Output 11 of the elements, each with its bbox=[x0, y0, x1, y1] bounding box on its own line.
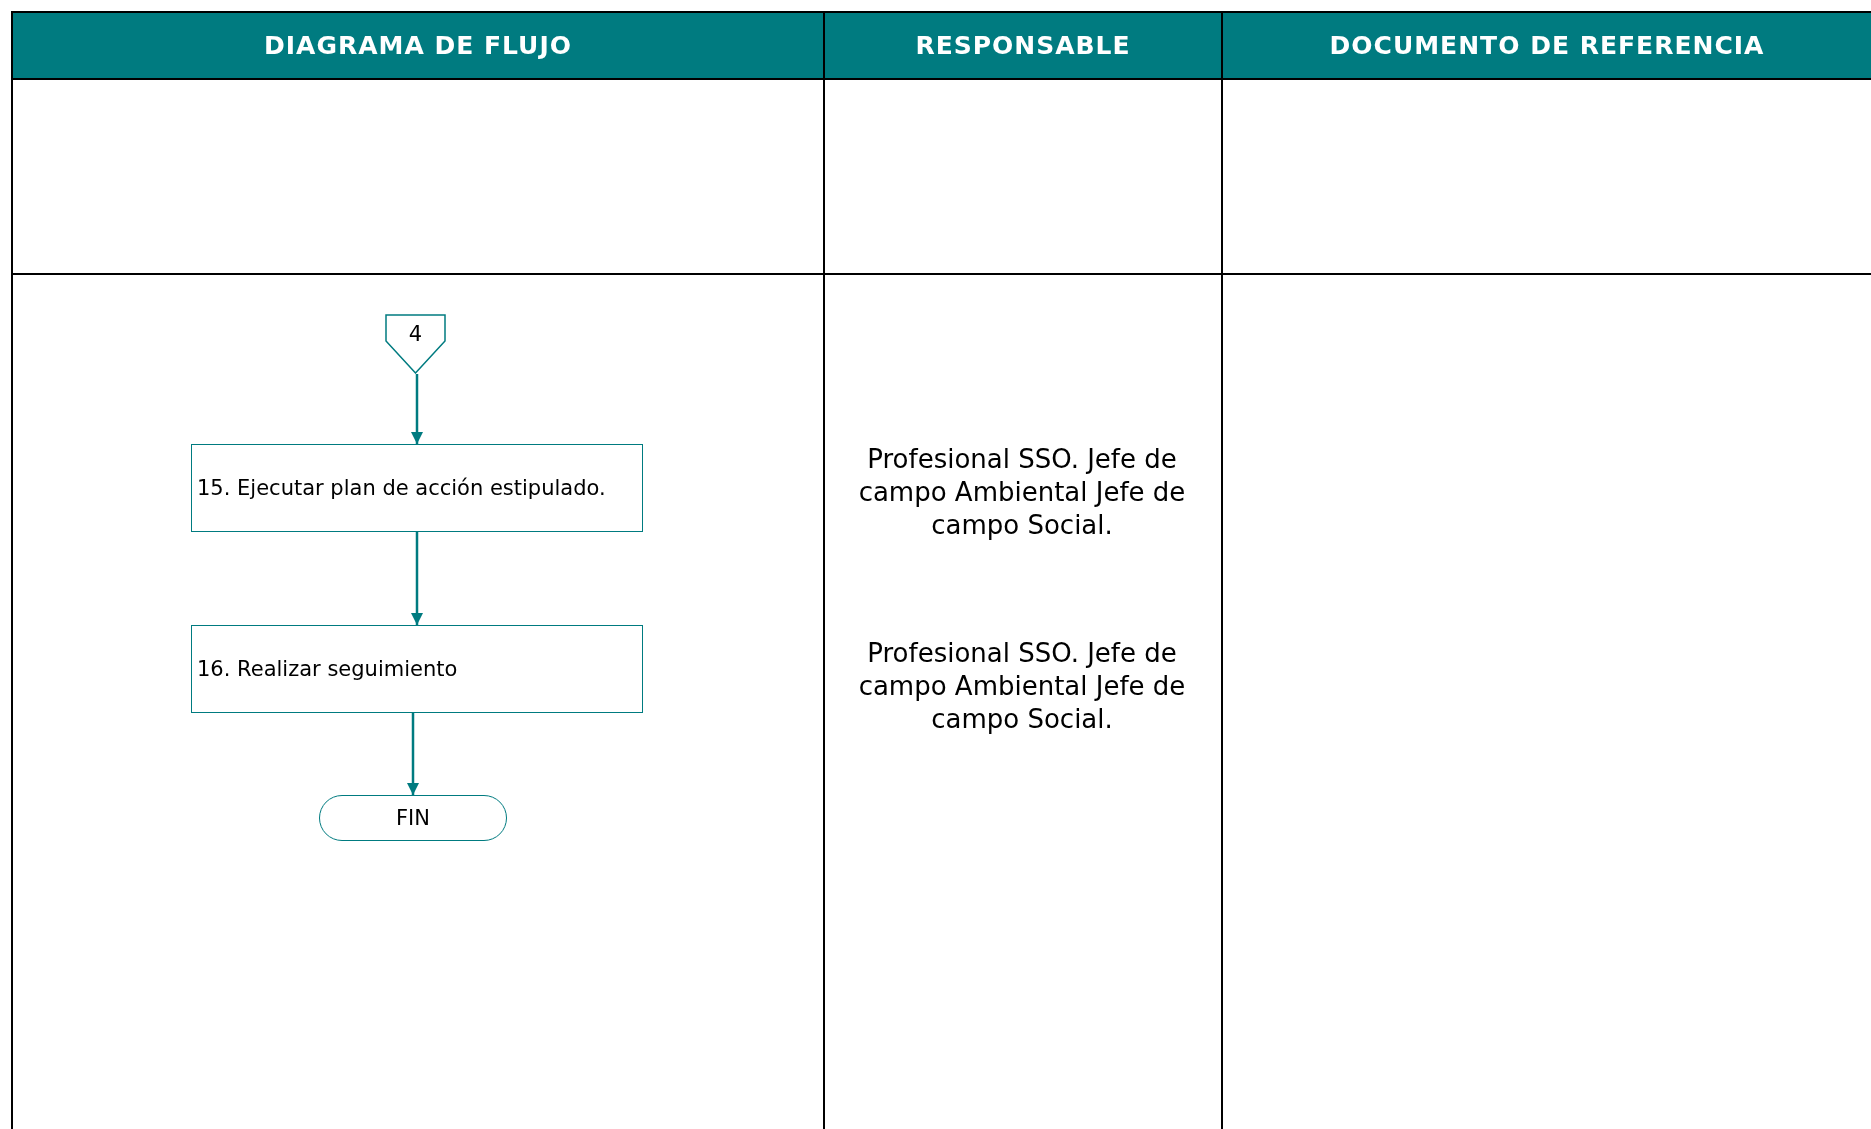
off-page-connector: 4 bbox=[385, 314, 446, 374]
responsible-text: Profesional SSO. Jefe de campo Ambiental Jefe de campo Social. bbox=[857, 637, 1187, 736]
arrow bbox=[406, 713, 420, 795]
arrow bbox=[410, 532, 424, 625]
responsible-text: Profesional SSO. Jefe de campo Ambiental Jefe de campo Social. bbox=[857, 443, 1187, 542]
arrow bbox=[410, 374, 424, 444]
process-box: 16. Realizar seguimiento bbox=[191, 625, 643, 713]
process-box: 15. Ejecutar plan de acción estipulado. bbox=[191, 444, 643, 532]
column-header: RESPONSABLE bbox=[825, 13, 1221, 78]
column-header: DOCUMENTO DE REFERENCIA bbox=[1223, 13, 1871, 78]
column-header: DIAGRAMA DE FLUJO bbox=[13, 13, 823, 78]
